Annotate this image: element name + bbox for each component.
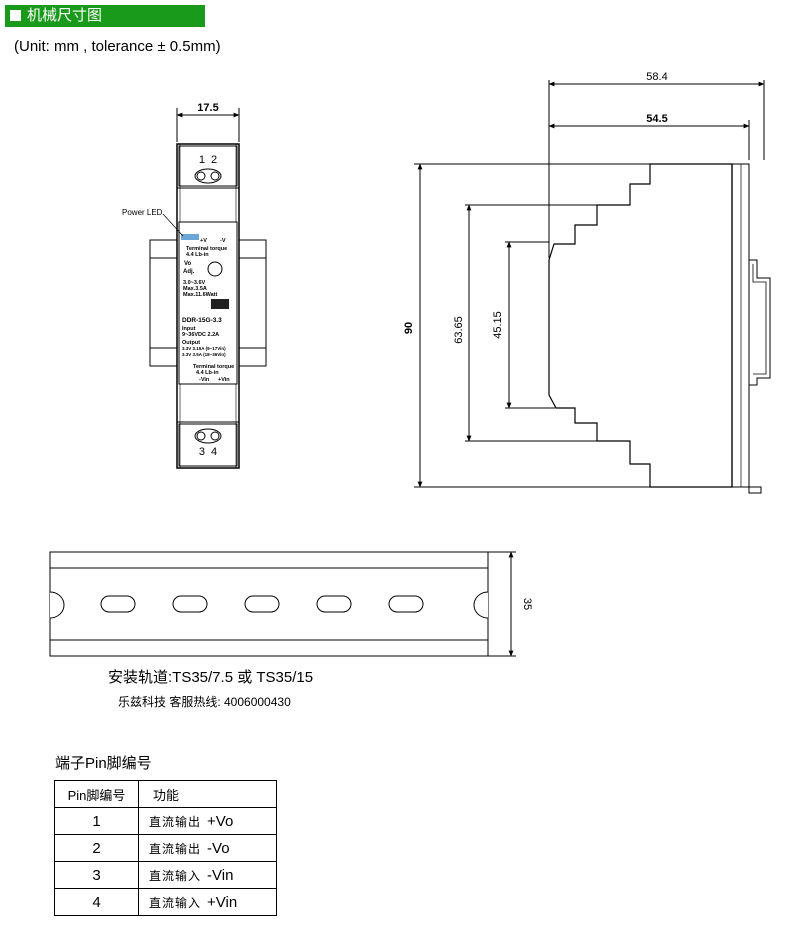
brand-logo bbox=[211, 299, 229, 309]
section-header: 机械尺寸图 bbox=[5, 5, 205, 27]
input-heading: Input bbox=[182, 326, 196, 332]
pin-signal: +Vo bbox=[207, 812, 234, 830]
output-heading: Output bbox=[182, 340, 200, 346]
square-bullet-icon bbox=[10, 10, 21, 21]
pin-description: 直流输入 bbox=[149, 895, 202, 910]
vo-label: Vo bbox=[184, 261, 192, 267]
adj-label: Adj. bbox=[183, 269, 195, 275]
bottom-terminal-numbers: 3 4 bbox=[199, 446, 217, 458]
pin-number: 4 bbox=[54, 888, 139, 916]
power-led-indicator bbox=[181, 234, 199, 240]
table-row: 4 直流输入 +Vin bbox=[54, 888, 277, 916]
minus-vin-label: -Vin bbox=[199, 377, 210, 383]
pin-description: 直流输入 bbox=[149, 868, 202, 883]
overall-depth-dim: 58.4 bbox=[646, 71, 667, 83]
model-number: DDR-15G-3.3 bbox=[182, 317, 222, 324]
power-led-label: Power LED bbox=[122, 208, 163, 217]
step-outer-dim: 63.65 bbox=[453, 316, 465, 344]
service-hotline: 乐兹科技 客服热线: 4006000430 bbox=[118, 695, 291, 709]
function-column-header: 功能 bbox=[138, 780, 277, 808]
section-title: 机械尺寸图 bbox=[27, 7, 103, 24]
unit-note: (Unit: mm , tolerance ± 0.5mm) bbox=[14, 38, 221, 55]
side-view: 58.4 54.5 90 63.65 45.15 bbox=[403, 71, 771, 494]
pin-table-header: Pin脚编号 功能 bbox=[54, 780, 277, 808]
voltage-range: 3.0~3.6V bbox=[183, 280, 206, 286]
depth-dim: 54.5 bbox=[646, 113, 667, 125]
front-width-dim: 17.5 bbox=[197, 102, 218, 114]
minus-v-label: -V bbox=[220, 238, 226, 244]
pin-number: 2 bbox=[54, 834, 139, 862]
top-terminal-numbers: 1 2 bbox=[199, 154, 217, 166]
plus-v-label: +V bbox=[200, 238, 207, 244]
torque-value-top: 4.4 Lb-in bbox=[186, 252, 209, 258]
adj-potentiometer-icon bbox=[207, 261, 223, 277]
torque-label-top: Terminal torque bbox=[186, 246, 227, 252]
output-spec-1: 3.3V 3.15A (9~17Vin) bbox=[182, 346, 226, 351]
pin-number: 3 bbox=[54, 861, 139, 889]
output-spec-2: 3.3V 3.5A (18~36Vin) bbox=[182, 352, 226, 357]
table-row: 2 直流输出 -Vo bbox=[54, 834, 277, 862]
plus-vin-label: +Vin bbox=[218, 377, 230, 383]
pin-table: Pin脚编号 功能 1 直流输出 +Vo 2 直流输出 -Vo 3 直流输入 -Vin… bbox=[54, 780, 277, 916]
pin-signal: -Vin bbox=[207, 866, 234, 884]
pin-signal: -Vo bbox=[207, 839, 230, 857]
pin-description: 直流输出 bbox=[149, 814, 202, 829]
pin-number: 1 bbox=[54, 807, 139, 835]
pin-description: 直流输出 bbox=[149, 841, 202, 856]
pin-signal: +Vin bbox=[207, 893, 238, 911]
table-row: 1 直流输出 +Vo bbox=[54, 807, 277, 835]
height-dim: 90 bbox=[403, 322, 415, 334]
front-view: 17.5 1 2 Power LED +V -V Terminal torque… bbox=[122, 102, 267, 469]
rail-spec-label: 安装轨道:TS35/7.5 或 TS35/15 bbox=[108, 669, 314, 686]
torque-value-bottom: 4.4 Lb-in bbox=[196, 370, 219, 376]
torque-label-bottom: Terminal torque bbox=[193, 364, 234, 370]
step-inner-dim: 45.15 bbox=[492, 311, 504, 339]
din-rail-drawing: 35 bbox=[49, 551, 533, 657]
table-row: 3 直流输入 -Vin bbox=[54, 861, 277, 889]
max-watt: Max.11.6Watt bbox=[183, 292, 218, 298]
rail-height-dim: 35 bbox=[521, 598, 533, 610]
max-current: Max.3.5A bbox=[183, 286, 207, 292]
input-spec: 9~36VDC 2.2A bbox=[182, 332, 219, 338]
pin-table-title: 端子Pin脚编号 bbox=[55, 755, 152, 772]
pin-column-header: Pin脚编号 bbox=[54, 780, 139, 808]
